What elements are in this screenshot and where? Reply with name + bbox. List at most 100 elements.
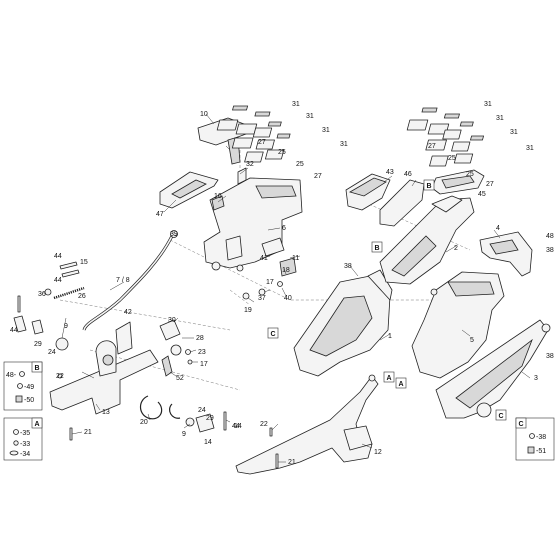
callout-5: 5 bbox=[470, 337, 474, 344]
callout-18: 18 bbox=[282, 267, 290, 274]
ref-box-a-2: A bbox=[395, 377, 407, 389]
svg-text:C: C bbox=[519, 421, 524, 428]
callout-36: 36 bbox=[38, 291, 46, 298]
callout-47: 47 bbox=[156, 211, 164, 218]
callout-44-b: 44 bbox=[54, 277, 62, 284]
callout-21-a: 21 bbox=[84, 429, 92, 436]
legend-b-item-49: -49 bbox=[24, 384, 34, 391]
console-cover-part-2 bbox=[379, 195, 475, 285]
switch-blanks-right-group bbox=[406, 107, 485, 167]
callout-21-b: 21 bbox=[288, 459, 296, 466]
callout-9-b: 9 bbox=[182, 431, 186, 438]
callout-labels: 10 31 31 31 31 27 25 25 27 32 16 47 6 39… bbox=[10, 101, 554, 466]
callout-4: 4 bbox=[496, 225, 500, 232]
legend-a-item-33: -33 bbox=[20, 441, 30, 448]
bushing-hardware-right bbox=[159, 319, 193, 377]
callout-41: 41 bbox=[260, 255, 268, 262]
console-housing-part-5 bbox=[411, 271, 505, 379]
callout-27-b: 27 bbox=[314, 173, 322, 180]
callout-12: 12 bbox=[374, 449, 382, 456]
callout-7-8: 7 / 8 bbox=[116, 277, 130, 284]
callout-44-c: 44 bbox=[10, 327, 18, 334]
callout-24-a: 24 bbox=[48, 349, 56, 356]
callout-24-b: 24 bbox=[198, 407, 206, 414]
callout-31-b: 31 bbox=[306, 113, 314, 120]
cover-plate-part-47 bbox=[159, 171, 219, 209]
callout-43: 43 bbox=[386, 169, 394, 176]
legend-box-b: B 48- -49 -50 bbox=[3, 361, 43, 411]
side-frame-part-3 bbox=[435, 319, 551, 419]
callout-31-e: 31 bbox=[484, 101, 492, 108]
callout-29-a: 29 bbox=[34, 341, 42, 348]
shroud-part-1 bbox=[293, 269, 393, 377]
svg-text:B: B bbox=[427, 183, 432, 190]
callout-31-h: 31 bbox=[526, 145, 534, 152]
side-cover-part-4 bbox=[479, 231, 533, 277]
legend-c-item-51: -51 bbox=[536, 448, 546, 455]
ref-box-a-1: A bbox=[383, 371, 395, 383]
callout-25-b: 25 bbox=[296, 161, 304, 168]
ref-box-c-mid: C bbox=[267, 327, 279, 339]
switch-blanks-left-group bbox=[216, 105, 291, 163]
callout-25-a: 25 bbox=[278, 149, 286, 156]
ref-box-b-top: B bbox=[423, 179, 435, 191]
svg-text:A: A bbox=[35, 421, 40, 428]
ref-box-b-mid: B bbox=[371, 241, 383, 253]
callout-22-b: 22 bbox=[260, 421, 268, 428]
svg-text:C: C bbox=[499, 413, 504, 420]
callout-3: 3 bbox=[534, 375, 538, 382]
callout-44-d: 44 bbox=[232, 423, 240, 430]
callout-17-b: 17 bbox=[200, 361, 208, 368]
console-housing-part-6 bbox=[203, 177, 303, 272]
callout-23: 23 bbox=[198, 349, 206, 356]
callout-26: 26 bbox=[78, 293, 86, 300]
callout-19: 19 bbox=[244, 307, 252, 314]
callout-25-d: 25 bbox=[466, 171, 474, 178]
callout-25-c: 25 bbox=[448, 155, 456, 162]
callout-31-d: 31 bbox=[340, 141, 348, 148]
callout-38-a: 38 bbox=[344, 263, 352, 270]
svg-text:A: A bbox=[399, 381, 404, 388]
lid-part-45 bbox=[431, 169, 485, 195]
callout-27-d: 27 bbox=[428, 143, 436, 150]
frame-base-part-12 bbox=[235, 374, 379, 475]
lever-rod-part-7-8 bbox=[82, 230, 178, 331]
callout-31-f: 31 bbox=[496, 115, 504, 122]
svg-text:A: A bbox=[387, 375, 392, 382]
callout-20: 20 bbox=[140, 419, 148, 426]
callout-52: 52 bbox=[176, 375, 184, 382]
callout-45: 45 bbox=[478, 191, 486, 198]
callout-30: 30 bbox=[168, 317, 176, 324]
callout-46: 46 bbox=[404, 171, 412, 178]
callout-31-a: 31 bbox=[292, 101, 300, 108]
callout-27-c: 27 bbox=[486, 181, 494, 188]
callout-38-c: 38 bbox=[546, 353, 554, 360]
callout-1: 1 bbox=[388, 333, 392, 340]
callout-37: 37 bbox=[258, 295, 266, 302]
callout-38-b: 38 bbox=[546, 247, 554, 254]
callout-6: 6 bbox=[282, 225, 286, 232]
callout-42: 42 bbox=[124, 309, 132, 316]
legend-b-item-50: -50 bbox=[24, 397, 34, 404]
callout-31-c: 31 bbox=[322, 127, 330, 134]
legend-a-item-35: -35 bbox=[20, 430, 30, 437]
legend-box-c: C -38 -51 bbox=[515, 417, 555, 461]
legend-a-item-34: -34 bbox=[20, 451, 30, 458]
callout-2: 2 bbox=[454, 245, 458, 252]
callout-15: 15 bbox=[80, 259, 88, 266]
callout-39: 39 bbox=[170, 231, 178, 238]
leader-lines bbox=[61, 113, 531, 463]
frame-base-part-13 bbox=[49, 321, 159, 415]
svg-text:B: B bbox=[35, 365, 40, 372]
callout-27-a: 27 bbox=[258, 139, 266, 146]
callout-14-b: 14 bbox=[234, 423, 242, 430]
callout-22-a: 22 bbox=[56, 373, 64, 380]
callout-9-a: 9 bbox=[64, 323, 68, 330]
callout-40: 40 bbox=[284, 295, 292, 302]
callout-28: 28 bbox=[196, 335, 204, 342]
callout-31-g: 31 bbox=[510, 129, 518, 136]
legend-c-item-38: -38 bbox=[536, 434, 546, 441]
storage-tray-part-43 bbox=[345, 173, 391, 211]
small-hardware-cluster bbox=[211, 167, 297, 300]
